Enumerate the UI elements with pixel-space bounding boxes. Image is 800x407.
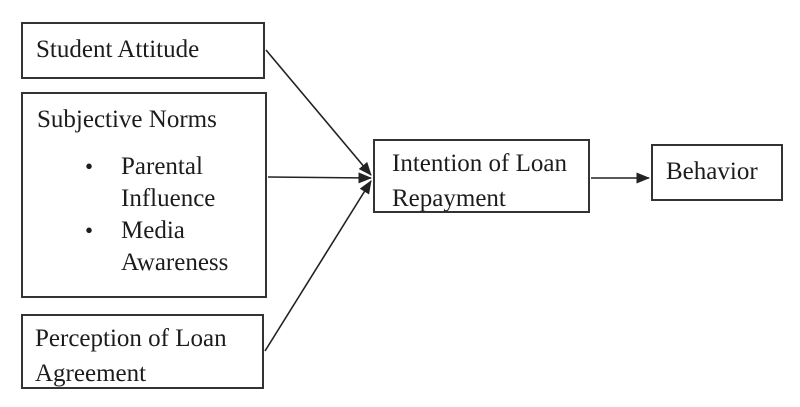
bullet-item-label: Parental Influence <box>121 153 216 212</box>
node-label: Student Attitude <box>36 36 200 63</box>
node-intention-of-loan-repayment: Intention of Loan Repayment <box>373 139 590 213</box>
bullet-list: • Parental Influence • Media Awareness <box>37 151 255 279</box>
node-subjective-norms: Subjective Norms • Parental Influence • … <box>21 92 267 298</box>
arrow-perception-to-intention <box>264 180 372 352</box>
node-label: Subjective Norms <box>37 106 217 133</box>
list-item: • Parental Influence <box>37 151 255 215</box>
arrow-student-attitude-to-intention <box>265 49 372 176</box>
bullet-dot-icon: • <box>85 218 94 243</box>
node-behavior: Behavior <box>651 144 783 201</box>
bullet-dot-icon: • <box>85 154 94 179</box>
node-perception-of-loan-agreement: Perception of Loan Agreement <box>21 314 264 389</box>
node-label: Intention of Loan Repayment <box>392 150 567 212</box>
bullet-item-label: Media Awareness <box>121 217 229 276</box>
node-label: Perception of Loan Agreement <box>35 325 227 387</box>
list-item: • Media Awareness <box>37 215 255 279</box>
node-label: Behavior <box>666 158 758 185</box>
arrow-subjective-norms-to-intention <box>267 172 372 184</box>
node-student-attitude: Student Attitude <box>21 22 265 79</box>
